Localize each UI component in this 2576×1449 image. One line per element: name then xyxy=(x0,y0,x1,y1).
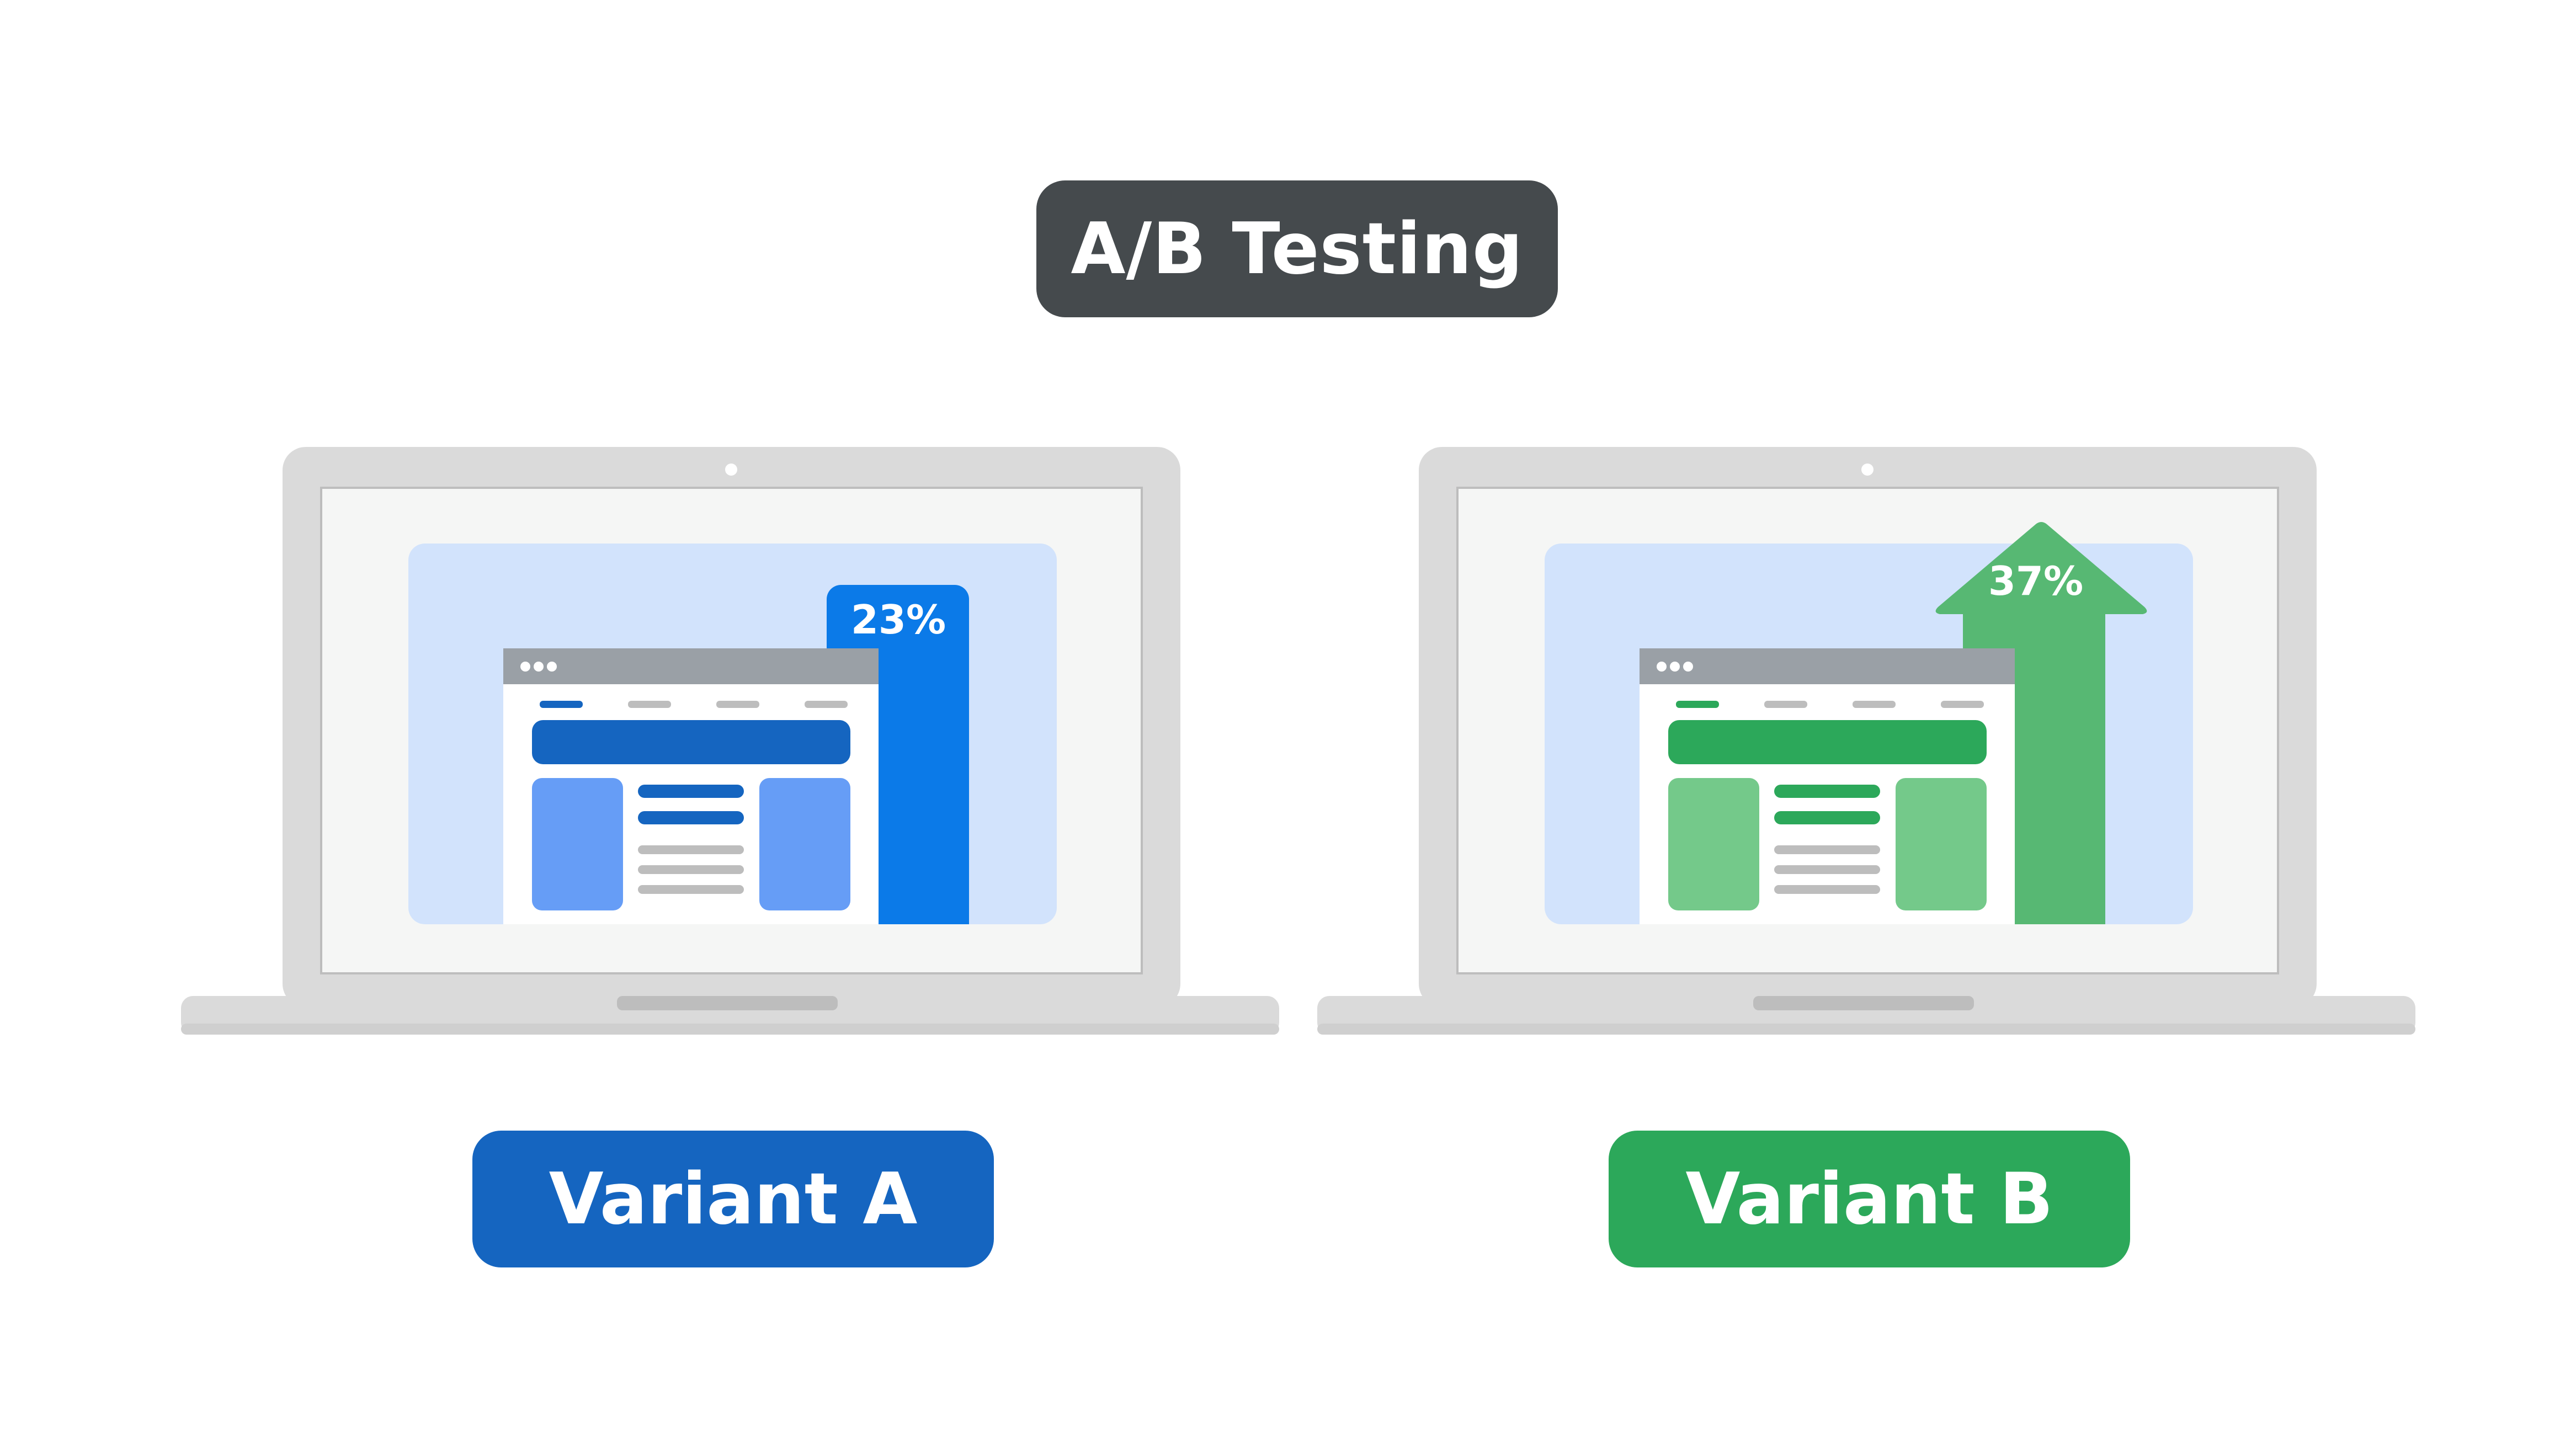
variant-b-badge: Variant B xyxy=(1609,1131,2130,1267)
laptop-notch xyxy=(617,996,838,1010)
title-text: A/B Testing xyxy=(1071,207,1524,290)
browser-window xyxy=(1640,648,2015,924)
hero-banner xyxy=(1668,720,1987,764)
nav-active xyxy=(1676,701,1719,708)
variant-a-badge: Variant A xyxy=(472,1131,994,1267)
nav-active xyxy=(540,701,583,708)
browser-title-bar xyxy=(503,648,879,684)
left-panel xyxy=(1668,778,1759,910)
browser-window xyxy=(503,648,879,924)
laptop-base-shadow xyxy=(181,1024,1279,1035)
browser-title-bar xyxy=(1640,648,2015,684)
laptop-base-shadow xyxy=(1317,1024,2415,1035)
metric-label: 37% xyxy=(1988,558,2083,604)
laptop-variant-b: 37% xyxy=(1317,447,2415,1046)
right-panel xyxy=(1896,778,1987,910)
webcam-dot xyxy=(725,464,737,476)
laptop-notch xyxy=(1753,996,1974,1010)
right-panel xyxy=(759,778,850,910)
laptop-variant-a: 23% xyxy=(181,447,1279,1046)
title-badge: A/B Testing xyxy=(1036,180,1558,317)
left-panel xyxy=(532,778,623,910)
hero-banner xyxy=(532,720,850,764)
variant-b-label: Variant B xyxy=(1685,1158,2053,1240)
variant-a-label: Variant A xyxy=(549,1158,918,1240)
metric-label: 23% xyxy=(851,596,946,643)
webcam-dot xyxy=(1861,464,1874,476)
